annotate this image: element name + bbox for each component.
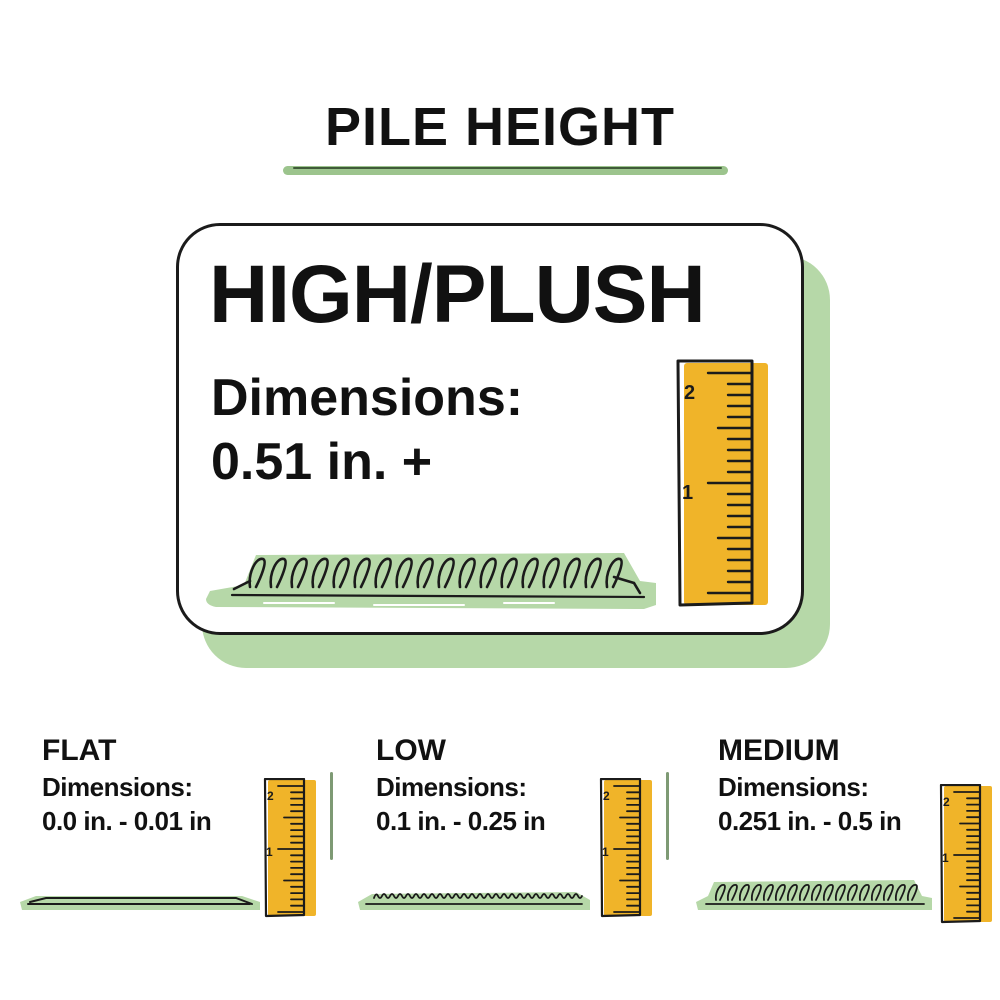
main-card-dimensions-value: 0.51 in. + [211,433,433,491]
panel-low: LOW Dimensions: 0.1 in. - 0.25 in 2 1 [354,730,654,930]
panel-medium-category: MEDIUM [718,734,840,767]
panel-flat: FLAT Dimensions: 0.0 in. - 0.01 in 2 1 [16,730,316,930]
panel-flat-category: FLAT [42,734,117,767]
panel-divider [330,772,333,860]
panel-medium-dimensions-value: 0.251 in. - 0.5 in [718,806,902,836]
panel-divider [666,772,669,860]
main-card-dimensions: Dimensions: 0.51 in. + [211,366,523,494]
panel-flat-dimensions-value: 0.0 in. - 0.01 in [42,806,212,836]
main-card-high-plush: HIGH/PLUSH Dimensions: 0.51 in. + 2 1 [176,223,804,635]
ruler-label-2: 2 [943,795,950,809]
panel-medium: MEDIUM Dimensions: 0.251 in. - 0.5 in 2 … [692,730,992,930]
ruler-label-1: 1 [682,482,693,504]
ruler-icon: 2 1 [599,778,652,918]
ruler-label-1: 1 [942,851,949,865]
page-title: PILE HEIGHT [324,97,676,157]
ruler-label-2: 2 [684,382,695,404]
ruler-label-1: 1 [266,845,273,859]
ruler-label-1: 1 [602,845,609,859]
carpet-pile-icon [206,553,656,609]
ruler-icon: 2 1 [263,778,316,918]
carpet-low-icon [358,892,590,910]
main-card-category: HIGH/PLUSH [209,249,706,340]
ruler-icon: 2 1 [939,784,992,924]
panel-flat-dimensions: Dimensions: 0.0 in. - 0.01 in [42,770,212,838]
panel-low-dimensions-label: Dimensions: [376,772,527,802]
panel-medium-dimensions: Dimensions: 0.251 in. - 0.5 in [718,770,902,838]
ruler-label-2: 2 [267,789,274,803]
panel-flat-dimensions-label: Dimensions: [42,772,193,802]
panel-medium-dimensions-label: Dimensions: [718,772,869,802]
carpet-flat-icon [20,896,260,910]
panel-low-dimensions: Dimensions: 0.1 in. - 0.25 in [376,770,546,838]
panel-low-dimensions-value: 0.1 in. - 0.25 in [376,806,546,836]
main-card-dimensions-label: Dimensions: [211,369,524,427]
title-underline [283,166,728,175]
carpet-medium-icon [696,880,932,910]
ruler-label-2: 2 [603,789,610,803]
panel-low-category: LOW [376,734,446,767]
ruler-icon: 2 1 [676,359,768,607]
